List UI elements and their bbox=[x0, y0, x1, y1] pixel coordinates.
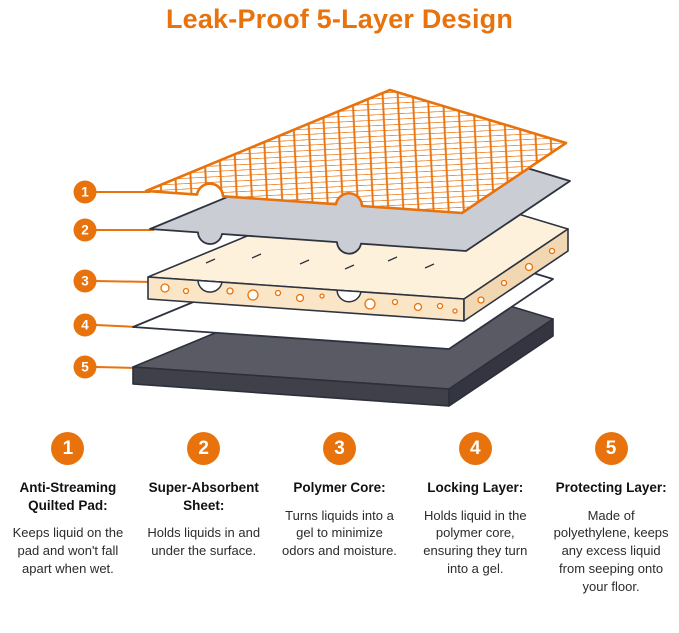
marker-2: 2 bbox=[73, 218, 97, 242]
legend-item-2: 2 Super-Absorbent Sheet: Holds liquids i… bbox=[136, 432, 272, 560]
legend-number: 3 bbox=[334, 437, 345, 459]
protecting-layer-right-face bbox=[448, 318, 554, 407]
legend-heading-1: Anti-Streaming Quilted Pad: bbox=[19, 480, 117, 513]
legend-heading-5: Protecting Layer: bbox=[555, 480, 667, 495]
legend-number: 2 bbox=[198, 437, 209, 459]
legend-number-badge-3: 3 bbox=[322, 432, 356, 465]
legend-number: 1 bbox=[62, 437, 74, 459]
legend-item-1: 1 Anti-Streaming Quilted Pad: Keeps liqu… bbox=[0, 432, 136, 578]
quilted-pad-mesh bbox=[146, 90, 566, 213]
legend-heading-2: Super-Absorbent Sheet: bbox=[148, 480, 259, 513]
legend-description-1: Keeps liquid on the pad and won't fall a… bbox=[12, 525, 124, 576]
marker-5: 5 bbox=[73, 355, 97, 379]
legend-number-badge-5: 5 bbox=[594, 432, 628, 465]
quilted-pad-outline bbox=[144, 88, 568, 215]
leader-line-4 bbox=[95, 324, 138, 328]
leader-line-5 bbox=[95, 366, 138, 369]
legend-description-4: Holds liquid in the polymer core, ensuri… bbox=[423, 507, 528, 577]
layer-diagram: 1 2 3 4 5 bbox=[73, 88, 571, 407]
legend-number-badge-4: 4 bbox=[458, 432, 492, 465]
legend-heading-3: Polymer Core: bbox=[293, 480, 386, 495]
legend-item-4: 4 Locking Layer: Holds liquid in the pol… bbox=[407, 432, 543, 578]
layer-1-quilted-pad bbox=[144, 88, 568, 215]
svg-text:3: 3 bbox=[81, 274, 89, 289]
marker-3: 3 bbox=[73, 269, 97, 293]
polymer-bubbles bbox=[160, 247, 556, 314]
svg-text:1: 1 bbox=[81, 185, 89, 200]
svg-text:5: 5 bbox=[81, 360, 89, 375]
marker-4: 4 bbox=[73, 313, 97, 337]
legend-number: 5 bbox=[605, 437, 617, 459]
leader-line-3 bbox=[95, 280, 153, 283]
legend-item-5: 5 Protecting Layer: Made of polyethylene… bbox=[543, 432, 679, 596]
polymer-core-notch-right bbox=[336, 289, 362, 303]
polymer-core-ticks bbox=[205, 253, 435, 270]
svg-text:2: 2 bbox=[81, 223, 89, 238]
legend-description-3: Turns liquids into a gel to minimize odo… bbox=[282, 507, 397, 559]
polymer-core-right-face bbox=[463, 228, 569, 322]
marker-1: 1 bbox=[73, 180, 97, 204]
legend-number-badge-2: 2 bbox=[187, 432, 221, 465]
page-title: Leak-Proof 5-Layer Design bbox=[165, 4, 514, 34]
legend: 1 Anti-Streaming Quilted Pad: Keeps liqu… bbox=[0, 432, 679, 596]
legend-item-3: 3 Polymer Core: Turns liquids into a gel… bbox=[272, 432, 408, 560]
legend-number: 4 bbox=[469, 437, 481, 459]
legend-number-badge-1: 1 bbox=[51, 432, 85, 465]
legend-description-2: Holds liquids in and under the surface. bbox=[147, 525, 261, 559]
svg-text:4: 4 bbox=[81, 318, 89, 333]
legend-description-5: Made of polyethylene, keeps any excess l… bbox=[553, 507, 669, 595]
layer-markers: 1 2 3 4 5 bbox=[73, 180, 97, 379]
legend-heading-4: Locking Layer: bbox=[427, 480, 524, 495]
polymer-core-notch-left bbox=[197, 279, 223, 293]
leader-lines bbox=[95, 191, 154, 369]
